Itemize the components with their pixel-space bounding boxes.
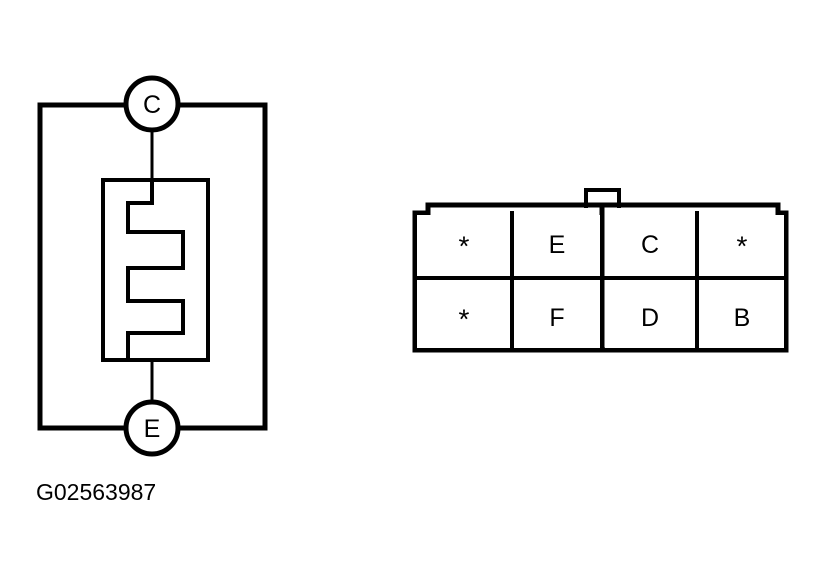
cavity-r0c1-area[interactable] (514, 215, 600, 276)
cavity-r1c2[interactable]: D (605, 280, 695, 348)
terminal-c-circle (123, 75, 181, 133)
terminal-e-circle (123, 399, 181, 457)
heating-element-schematic: C E (37, 75, 268, 457)
terminal-c-label: C (143, 91, 161, 119)
cavity-r1c1[interactable]: F (514, 280, 600, 348)
cavity-r1c0[interactable]: * (417, 280, 510, 348)
cavity-r0c3-area[interactable] (699, 215, 784, 276)
cavity-r0c3[interactable]: * (699, 215, 784, 276)
cavity-r1c2-label: D (641, 304, 659, 332)
cavity-r0c0-area[interactable] (417, 215, 510, 276)
connector-latch-tab (584, 188, 621, 208)
cavity-r0c1-label: E (549, 231, 566, 259)
connector-face-view: * E C * * (412, 188, 789, 353)
cavity-r0c2-area[interactable] (605, 215, 695, 276)
connector-outer-shell (412, 202, 789, 353)
connector-row-top: * E C * (417, 215, 784, 276)
serpentine-resistor-path (126, 178, 185, 362)
cavity-r1c1-label: F (549, 304, 564, 332)
cavity-r0c0[interactable]: * (417, 215, 510, 276)
cavity-r0c3-label: * (737, 231, 748, 262)
cavity-r1c3-area[interactable] (699, 280, 784, 348)
cavity-r0c0-label: * (459, 231, 470, 262)
cavity-r1c0-area[interactable] (417, 280, 510, 348)
cavity-r1c2-area[interactable] (605, 280, 695, 348)
cavity-r1c3[interactable]: B (699, 280, 784, 348)
element-body-outline (101, 178, 210, 362)
outer-circuit-loop (37, 102, 268, 431)
cavity-r1c1-area[interactable] (514, 280, 600, 348)
connector-row-bottom: * F D B (417, 280, 784, 348)
terminal-e-label: E (144, 415, 161, 443)
cavity-r0c2-label: C (641, 231, 659, 259)
cavity-r0c1[interactable]: E (514, 215, 600, 276)
cavity-r0c2[interactable]: C (605, 215, 695, 276)
terminal-c: C (123, 75, 181, 133)
cavity-r1c0-label: * (459, 304, 470, 335)
terminal-e: E (123, 399, 181, 457)
cavity-r1c3-label: B (734, 304, 751, 332)
connector-cavity-grid (413, 202, 788, 353)
figure-caption: G02563987 (36, 479, 156, 505)
